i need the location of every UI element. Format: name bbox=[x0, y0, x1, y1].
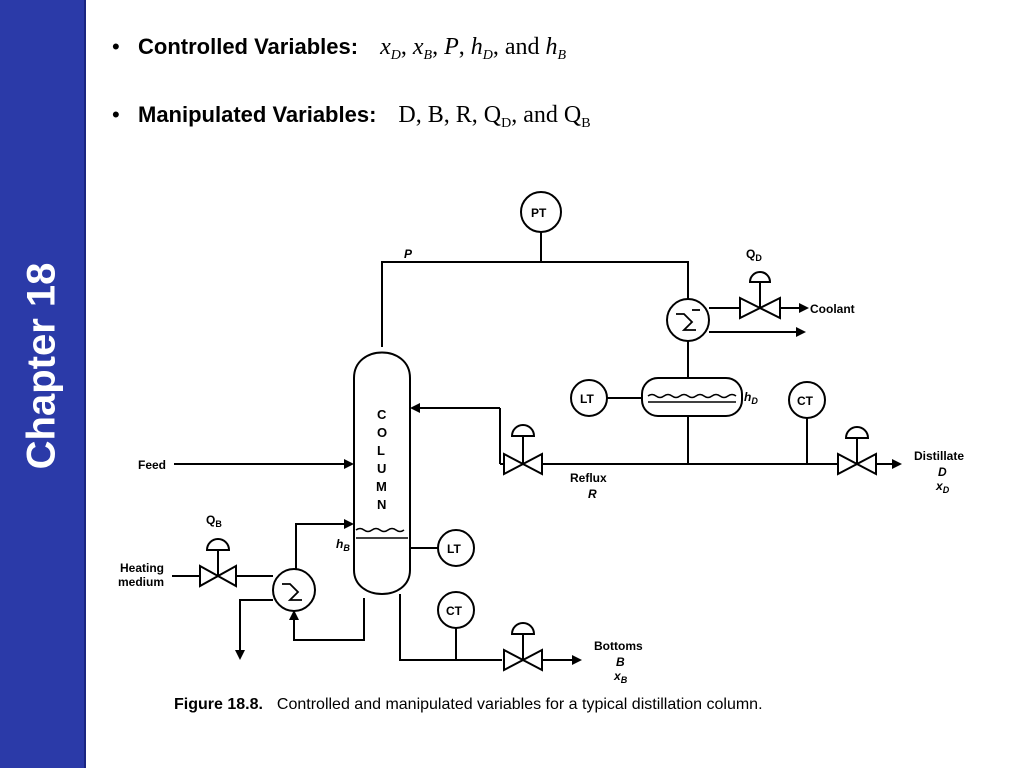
hd-label: hD bbox=[744, 390, 758, 406]
composition-transmitter-bottoms bbox=[437, 591, 475, 629]
qd-control-valve bbox=[739, 271, 781, 320]
coolant-label: Coolant bbox=[810, 302, 855, 316]
distillate-label: Distillate bbox=[914, 449, 964, 463]
bottoms-composition: xB bbox=[613, 669, 628, 685]
svg-text:CT: CT bbox=[797, 394, 814, 408]
reflux-symbol: R bbox=[588, 487, 597, 501]
column-liquid-level bbox=[355, 527, 405, 533]
qb-control-valve bbox=[199, 538, 237, 588]
svg-text:CT: CT bbox=[446, 604, 463, 618]
manipulated-variables-label: Manipulated Variables: bbox=[138, 102, 377, 127]
chapter-sidebar: Chapter 18 bbox=[0, 0, 86, 768]
column-letter: M bbox=[376, 479, 387, 494]
column-letter: O bbox=[377, 425, 387, 440]
column-letter: N bbox=[377, 497, 386, 512]
medium-label: medium bbox=[118, 575, 164, 589]
column-letter: L bbox=[377, 443, 385, 458]
reboiler bbox=[272, 568, 316, 612]
overhead-vapor-line bbox=[381, 261, 689, 347]
heating-label: Heating bbox=[120, 561, 164, 575]
reflux-label: Reflux bbox=[570, 471, 607, 485]
column-letter: C bbox=[377, 407, 387, 422]
qd-label: QD bbox=[746, 247, 762, 263]
distillate-control-valve bbox=[837, 426, 877, 476]
reboiler-vapor-line bbox=[295, 523, 352, 570]
bottoms-symbol: B bbox=[616, 655, 625, 669]
distillate-composition: xD bbox=[935, 479, 950, 495]
svg-text:LT: LT bbox=[580, 392, 594, 406]
level-transmitter-drum bbox=[570, 379, 608, 417]
pressure-label: P bbox=[404, 247, 413, 261]
heating-medium-return bbox=[239, 599, 273, 658]
feed-label: Feed bbox=[138, 458, 166, 472]
hb-label: hB bbox=[336, 537, 350, 553]
bottoms-control-valve bbox=[503, 622, 543, 672]
controlled-variables-label: Controlled Variables: bbox=[138, 34, 359, 59]
and-word: and bbox=[504, 34, 540, 60]
svg-text:LT: LT bbox=[447, 542, 461, 556]
bottoms-line bbox=[399, 594, 502, 661]
figure-number: Figure 18.8. bbox=[174, 696, 263, 713]
column-vessel bbox=[353, 351, 411, 595]
manipulated-variables-bullet: • Manipulated Variables: D, B, R, QD, an… bbox=[112, 102, 591, 132]
svg-text:PT: PT bbox=[531, 206, 547, 220]
bullet-dot: • bbox=[112, 102, 120, 127]
distillate-symbol: D bbox=[938, 465, 947, 479]
figure-caption-text: Controlled and manipulated variables for… bbox=[276, 696, 763, 713]
controlled-variables-bullet: • Controlled Variables: xD, xB, P, hD, a… bbox=[112, 34, 566, 64]
bottoms-label: Bottoms bbox=[594, 639, 643, 653]
chapter-label: Chapter 18 bbox=[19, 262, 64, 470]
condenser bbox=[666, 298, 710, 342]
controlled-variables-list: xD, xB, P, hD, and hB bbox=[380, 34, 567, 63]
composition-transmitter-distillate bbox=[788, 381, 826, 419]
bullet-dot: • bbox=[112, 34, 120, 59]
manipulated-variables-list: D, B, R, QD, and QB bbox=[398, 102, 591, 131]
column-letter: U bbox=[377, 461, 386, 476]
pressure-transmitter bbox=[520, 191, 562, 233]
level-transmitter-column bbox=[437, 529, 475, 567]
reflux-control-valve bbox=[503, 424, 543, 476]
reflux-drum bbox=[641, 377, 743, 417]
figure-caption: Figure 18.8. Controlled and manipulated v… bbox=[174, 696, 763, 714]
distillation-column-diagram: C O L U M N P PT Coolant QD hD LT bbox=[118, 191, 964, 685]
qb-label: QB bbox=[206, 513, 222, 529]
